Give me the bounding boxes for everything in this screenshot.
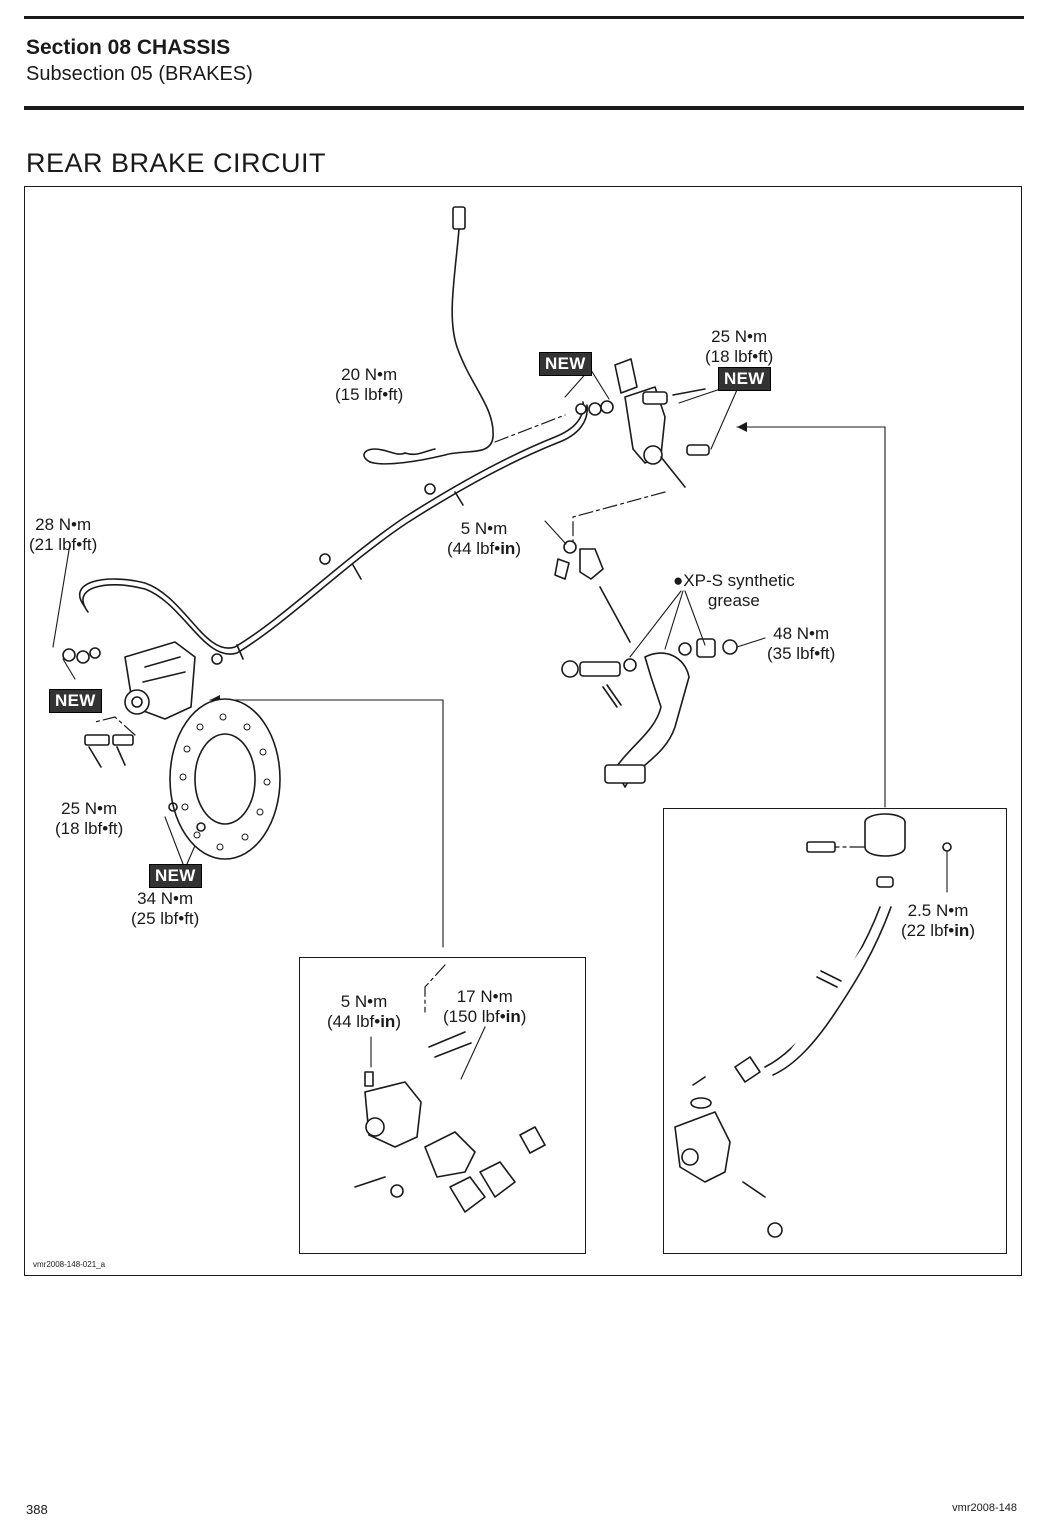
torque-unit-in: in bbox=[500, 539, 516, 558]
exploded-diagram-drawing bbox=[52, 206, 952, 1238]
doc-code: vmr2008-148 bbox=[952, 1502, 1017, 1514]
torque-value: 2.5 N•m bbox=[907, 901, 969, 920]
reservoir-inset-parts bbox=[674, 813, 952, 1238]
new-tag-master-cylinder-bolts: NEW bbox=[718, 367, 771, 391]
figure-code: vmr2008-148-021_a bbox=[33, 1260, 106, 1269]
torque-value-imperial: (25 lbf•ft) bbox=[131, 909, 200, 928]
torque-unit-in: in bbox=[505, 1007, 521, 1026]
new-tag-disc-bolts: NEW bbox=[149, 864, 202, 888]
torque-value: 25 N•m bbox=[61, 799, 118, 818]
torque-unit-suffix: ) bbox=[969, 921, 975, 940]
torque-value-imperial: (150 lbf•in) bbox=[443, 1007, 526, 1027]
new-tag-master-cylinder-washers: NEW bbox=[539, 352, 592, 376]
alignment-lines bbox=[94, 414, 871, 1013]
grease-note-label: ●XP-S synthetic grease bbox=[673, 571, 795, 611]
brake-switch-cable bbox=[363, 206, 494, 465]
torque-unit-in: in bbox=[954, 921, 970, 940]
page-number: 388 bbox=[26, 1502, 48, 1517]
grease-note-line: XP-S synthetic bbox=[683, 571, 795, 590]
inset-bleeder-torque-label: 5 N•m (44 lbf•in) bbox=[327, 992, 401, 1032]
torque-value-imperial: (18 lbf•ft) bbox=[55, 819, 124, 838]
disc-torque-label: 34 N•m (25 lbf•ft) bbox=[131, 889, 199, 929]
torque-unit-prefix: (150 lbf• bbox=[443, 1007, 506, 1026]
torque-unit-prefix: (44 lbf• bbox=[447, 539, 501, 558]
inset-pin-torque-label: 17 N•m (150 lbf•in) bbox=[443, 987, 526, 1027]
torque-value-imperial: (15 lbf•ft) bbox=[335, 385, 404, 404]
torque-value: 17 N•m bbox=[456, 987, 513, 1006]
pedal-torque-label: 48 N•m (35 lbf•ft) bbox=[767, 624, 835, 664]
torque-value: 5 N•m bbox=[460, 519, 508, 538]
master-cylinder bbox=[575, 358, 710, 488]
torque-value: 34 N•m bbox=[137, 889, 194, 908]
subsection-title: Subsection 05 (BRAKES) bbox=[26, 63, 253, 85]
torque-value: 28 N•m bbox=[35, 515, 92, 534]
torque-unit-suffix: ) bbox=[395, 1012, 401, 1031]
torque-value-imperial: (22 lbf•in) bbox=[901, 921, 975, 941]
reservoir-detail-inset bbox=[663, 808, 1007, 1254]
master-cylinder-torque-label: 25 N•m (18 lbf•ft) bbox=[705, 327, 773, 367]
torque-value-imperial: (44 lbf•in) bbox=[447, 539, 521, 559]
header-rule bbox=[24, 106, 1024, 110]
torque-value-imperial: (18 lbf•ft) bbox=[705, 347, 774, 366]
pushrod-clevis bbox=[554, 540, 631, 643]
brake-hose bbox=[78, 401, 588, 665]
torque-value: 20 N•m bbox=[341, 365, 398, 384]
torque-unit-in: in bbox=[380, 1012, 396, 1031]
torque-unit-suffix: ) bbox=[520, 1007, 527, 1026]
torque-value: 25 N•m bbox=[711, 327, 768, 346]
caliper-hose-torque-label: 28 N•m (21 lbf•ft) bbox=[29, 515, 97, 555]
torque-unit-prefix: (22 lbf• bbox=[901, 921, 955, 940]
exploded-diagram-frame: 28 N•m (21 lbf•ft) 20 N•m (15 lbf•ft) NE… bbox=[24, 186, 1022, 1276]
caliper-detail-inset bbox=[299, 957, 586, 1254]
torque-value: 48 N•m bbox=[773, 624, 830, 643]
torque-unit-suffix: ) bbox=[515, 539, 521, 558]
brake-disc bbox=[168, 698, 281, 860]
section-title: Section 08 CHASSIS bbox=[26, 36, 231, 59]
torque-unit-prefix: (44 lbf• bbox=[327, 1012, 381, 1031]
torque-value-imperial: (21 lbf•ft) bbox=[29, 535, 98, 554]
grease-drop-icon: ● bbox=[673, 571, 684, 590]
grease-note-line: grease bbox=[707, 591, 760, 610]
caliper-inset-parts bbox=[354, 1031, 546, 1213]
brake-pedal bbox=[561, 638, 738, 788]
clip-torque-label: 5 N•m (44 lbf•in) bbox=[447, 519, 521, 559]
brake-caliper bbox=[62, 641, 196, 768]
torque-value-imperial: (35 lbf•ft) bbox=[767, 644, 836, 663]
page-heading: REAR BRAKE CIRCUIT bbox=[26, 148, 327, 178]
new-tag-caliper-washers: NEW bbox=[49, 689, 102, 713]
torque-value: 5 N•m bbox=[340, 992, 388, 1011]
cable-torque-label: 20 N•m (15 lbf•ft) bbox=[335, 365, 403, 405]
top-rule bbox=[24, 16, 1024, 19]
caliper-bolt-torque-label: 25 N•m (18 lbf•ft) bbox=[55, 799, 123, 839]
inset-reservoir-torque-label: 2.5 N•m (22 lbf•in) bbox=[901, 901, 975, 941]
torque-value-imperial: (44 lbf•in) bbox=[327, 1012, 401, 1032]
